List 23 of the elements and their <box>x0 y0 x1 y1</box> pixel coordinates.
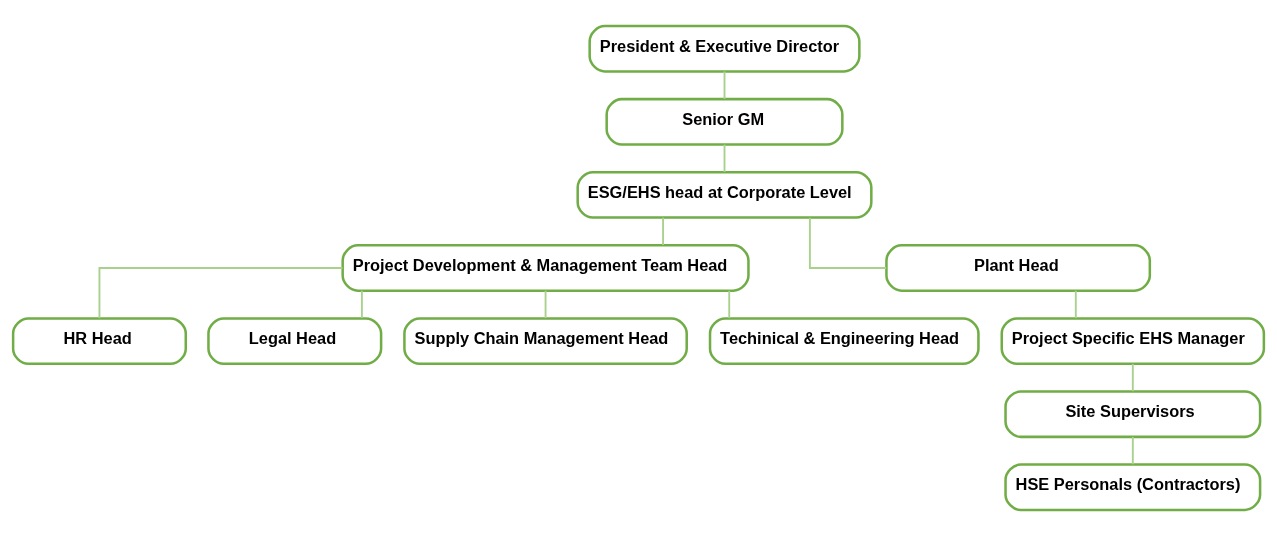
node-box: Supply Chain Management Head <box>403 316 688 365</box>
node-box: Legal Head <box>207 316 383 365</box>
connector <box>1131 362 1134 392</box>
node-box: ESG/EHS head at Corporate Level <box>576 170 873 219</box>
node-box: Senior GM <box>605 97 844 146</box>
connector <box>544 289 547 319</box>
node-box: President & Executive Director <box>588 24 861 73</box>
connector <box>808 216 888 269</box>
node-box: HSE Personals (Contractors) <box>1004 462 1262 511</box>
node-box: Project Development & Management Team Head <box>341 243 750 292</box>
connector <box>723 143 726 173</box>
node-box: Project Specific EHS Manager <box>1000 316 1266 365</box>
connector <box>98 266 344 319</box>
connector <box>360 289 363 319</box>
node-box: HR Head <box>11 316 188 365</box>
connector <box>662 216 664 246</box>
node-box: Techinical & Engineering Head <box>708 316 980 365</box>
connector <box>728 289 731 319</box>
node-box: Site Supervisors <box>1004 389 1262 438</box>
connector <box>1131 435 1134 465</box>
connector <box>1074 289 1077 319</box>
node-box: Plant Head <box>885 243 1152 292</box>
connector <box>723 70 726 100</box>
